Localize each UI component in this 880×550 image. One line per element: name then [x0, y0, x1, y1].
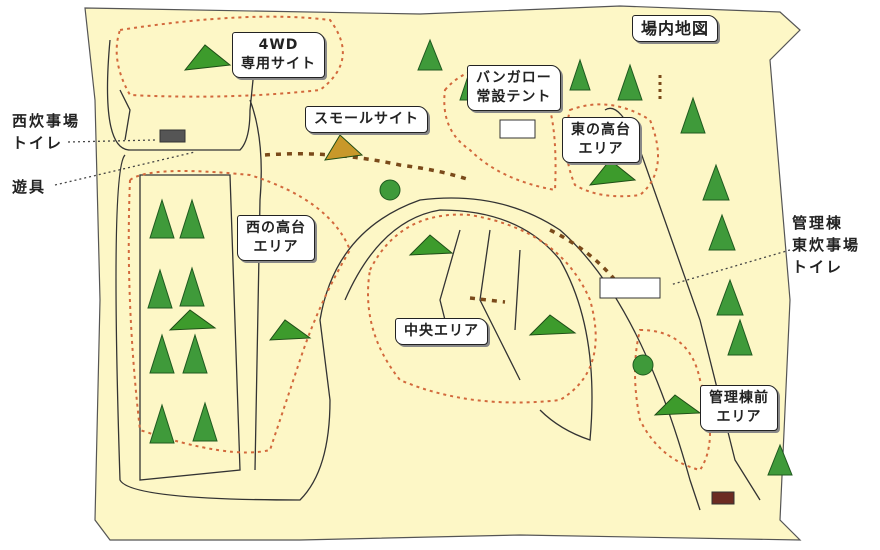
area-label-center[interactable]: 中央エリア: [395, 318, 488, 345]
area-label-4wd[interactable]: 4WD 専用サイト: [232, 32, 325, 78]
label-line: エリア: [716, 409, 762, 425]
label-line: 管理棟前: [709, 390, 769, 406]
west-kitchen-building: [159, 129, 186, 143]
office-building: [599, 277, 661, 299]
roads: [106, 39, 761, 511]
label-line: エリア: [578, 141, 624, 157]
label-line: 専用サイト: [241, 56, 316, 72]
facility-label-office: 管理棟東炊事場トイレ: [792, 212, 860, 278]
label-line: トイレ: [792, 258, 844, 276]
label-line: 4WD: [258, 37, 299, 53]
tents: [168, 44, 702, 416]
entrance-sign: [711, 491, 735, 505]
label-line: 西の高台: [246, 220, 306, 236]
label-line: 西炊事場: [12, 112, 81, 130]
label-line: 常設テント: [476, 89, 552, 105]
area-label-office-front[interactable]: 管理棟前エリア: [700, 385, 778, 431]
area-label-west[interactable]: 西の高台エリア: [237, 215, 315, 261]
trails: [264, 152, 617, 304]
label-line: トイレ: [12, 134, 64, 152]
area-label-small-site[interactable]: スモールサイト: [305, 106, 428, 133]
facility-label-west-kitchen: 西炊事場トイレ: [12, 110, 80, 154]
area-label-bungalow[interactable]: バンガロー常設テント: [467, 65, 561, 111]
bungalow-building: [499, 119, 536, 139]
label-line: バンガロー: [476, 70, 552, 86]
area-boundaries: [115, 15, 711, 472]
label-line: エリア: [253, 239, 299, 255]
label-line: 東炊事場: [792, 236, 861, 254]
label-line: 管理棟: [792, 214, 844, 232]
area-label-east[interactable]: 東の高台エリア: [562, 117, 640, 163]
label-line: 東の高台: [571, 122, 631, 138]
facility-label-playground: 遊具: [12, 178, 47, 196]
pointer-lines: [54, 139, 791, 286]
buildings: [159, 119, 735, 505]
map-title: 場内地図: [632, 15, 719, 42]
